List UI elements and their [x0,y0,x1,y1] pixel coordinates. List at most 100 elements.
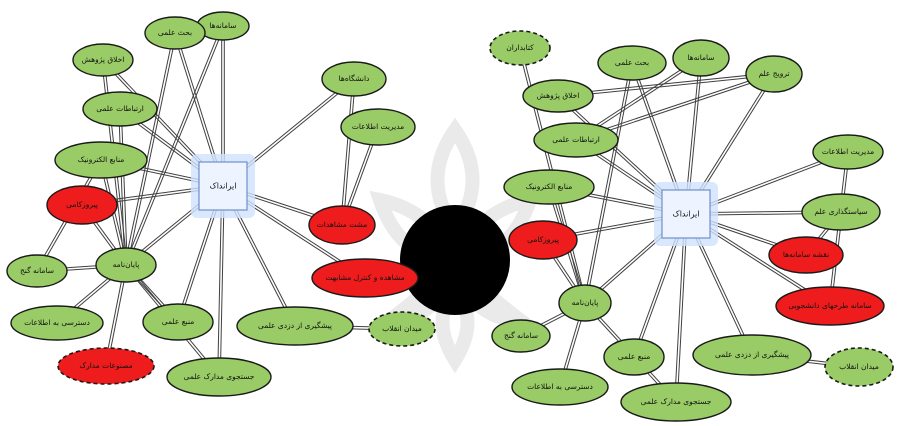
node-1-samaneh_ganj: سامانه گنج [491,319,551,353]
node-label-tarvij: ترویج علم [758,69,789,78]
node-ellipse-manba [603,338,665,376]
node-label-siasat: سیاستگذاری علم [814,207,867,216]
node-label-manabe: منابع الکترونیک [78,155,125,164]
node-0-daneshgah: دانشگاه‌ها [321,61,387,97]
node-0-pishgiri: پیشگیری از دزدی علمی [236,306,354,346]
node-1-ketabdaran: کتابداران [489,30,551,66]
hub-box [661,189,711,239]
node-0-red2: مشاهده و کنترل مشابهت [311,258,419,298]
node-ellipse-manabe [503,169,595,205]
node-ellipse-payannameh [95,247,157,283]
node-ellipse-manabe [54,141,148,179]
node-label-jostojoo: جستجوی مدارک علمی [641,397,712,406]
node-ellipse-daneshgah [321,61,387,97]
node-ellipse-jostojoo [166,357,272,397]
node-0-mostakhraj: مصنوعات مدارک [57,347,155,385]
node-ellipse-samaneh_ganj [491,319,551,353]
hub-box [198,161,248,211]
node-label-red2: مشاهده و کنترل مشابهت [325,273,404,282]
node-ellipse-bahs [144,16,206,50]
node-label-meydan: میدان انقلاب [382,324,422,333]
node-label-jostojoo: جستجوی مدارک علمی [184,372,255,381]
edge-0-samaneh-payannameh [124,25,225,266]
node-1-red1: نقشه سامانه‌ها [768,236,844,274]
edge-1-bahs-payannameh [583,62,634,304]
node-1-pishvazi: پیروزکامی [508,220,578,260]
node-ellipse-mostakhraj [57,347,155,385]
node-label-dastrasi: دسترسی به اطلاعات [24,318,90,327]
node-label-akhlagh: اخلاق پژوهش [537,91,580,100]
node-1-akhlagh: اخلاق پژوهش [522,79,594,113]
node-0-ertebat: ارتباطات علمی [82,91,158,127]
node-label-dastrasi: دسترسی به اطلاعات [527,382,593,391]
node-ellipse-ketabdaran [489,30,551,66]
edge-0-ertebat-payannameh [118,108,128,266]
edge-0-bahs-payannameh [124,32,177,266]
node-label-ketabdaran: کتابداران [506,43,534,52]
node-label-akhlagh: اخلاق پژوهش [82,55,125,64]
node-label-payannameh: پایان‌نامه [113,260,140,269]
node-label-ertebat: ارتباطات علمی [96,104,144,113]
node-ellipse-tarvij [745,55,803,93]
nodes-layer: ایرانداک سامانه‌ها بحث علمی اخلاق پژوهش ارتب… [6,11,894,422]
hub-node-0: ایرانداک [191,154,255,218]
node-label-modiriat: مدیریت اطلاعات [352,122,404,131]
node-ellipse-siasat [801,193,881,231]
node-label-red2: سامانه طرحهای دانشجویی [788,301,871,310]
node-ellipse-samaneh_ganj [6,254,68,288]
node-ellipse-pishvazi [508,220,578,260]
node-ellipse-pishvazi [46,185,118,225]
node-1-red2: سامانه طرحهای دانشجویی [775,286,885,326]
node-label-manba: منبع علمی [618,352,650,361]
node-1-ertebat: ارتباطات علمی [533,122,619,158]
node-ellipse-dastrasi [511,368,609,406]
node-label-bahs: بحث علمی [158,28,192,37]
node-ellipse-dastrasi [10,305,104,341]
node-0-pishvazi: پیروزکامی [46,185,118,225]
node-label-red1: نقشه سامانه‌ها [783,250,829,259]
node-ellipse-payannameh [558,284,612,322]
node-ellipse-manba [142,303,214,341]
node-label-mostakhraj: مصنوعات مدارک [79,361,132,370]
node-0-samaneh_ganj: سامانه گنج [6,254,68,288]
node-ellipse-meydan [368,311,436,347]
node-1-payannameh: پایان‌نامه [558,284,612,322]
node-label-red1: مشت مشاهدات [317,220,368,229]
node-1-modiriat: مدیریت اطلاعات [812,134,884,170]
hub-label: ایرانداک [210,182,237,191]
node-ellipse-red1 [768,236,844,274]
node-1-dastrasi: دسترسی به اطلاعات [511,368,609,406]
node-label-samaneh: سامانه‌ها [687,53,714,62]
node-label-ertebat: ارتباطات علمی [552,135,600,144]
node-ellipse-akhlagh [522,79,594,113]
node-0-manabe: منابع الکترونیک [54,141,148,179]
node-0-red1: مشت مشاهدات [308,205,376,245]
node-ellipse-red1 [308,205,376,245]
node-0-akhlagh: اخلاق پژوهش [72,43,134,77]
node-ellipse-samaneh [672,39,730,77]
node-label-pishgiri: پیشگیری از دزدی علمی [715,350,789,359]
node-ellipse-modiriat [812,134,884,170]
node-0-modiriat: مدیریت اطلاعات [340,108,416,146]
node-0-payannameh: پایان‌نامه [95,247,157,283]
node-ellipse-bahs [597,45,667,81]
edge-1-akhlagh-tarvij [557,72,775,98]
watermark-rosette [368,117,542,374]
node-ellipse-pishgiri [692,334,812,376]
node-1-manabe: منابع الکترونیک [503,169,595,205]
node-label-pishgiri: پیشگیری از دزدی علمی [258,321,332,330]
node-ellipse-akhlagh [72,43,134,77]
node-label-modiriat: مدیریت اطلاعات [822,147,874,156]
node-ellipse-red2 [311,258,419,298]
node-1-tarvij: ترویج علم [745,55,803,93]
node-ellipse-ertebat [82,91,158,127]
node-label-samaneh: سامانه‌ها [209,21,236,30]
node-ellipse-pishgiri [236,306,354,346]
node-0-dastrasi: دسترسی به اطلاعات [10,305,104,341]
node-1-bahs: بحث علمی [597,45,667,81]
node-label-payannameh: پایان‌نامه [572,298,599,307]
node-label-meydan: میدان انقلاب [839,362,879,371]
node-label-samaneh_ganj: سامانه گنج [504,331,538,340]
hub-node-1: ایرانداک [654,182,718,246]
